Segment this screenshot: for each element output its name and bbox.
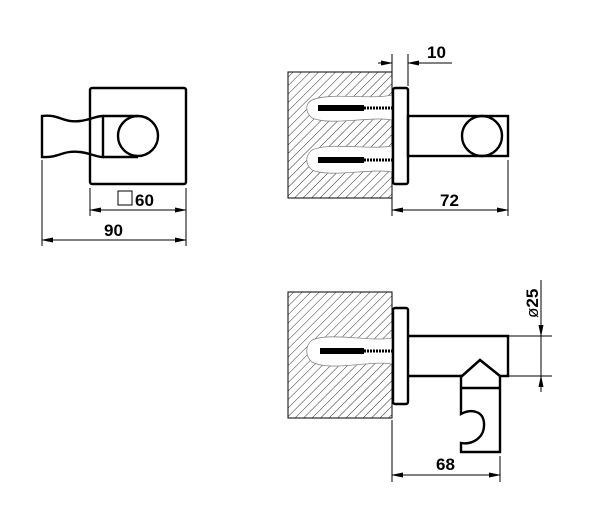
arm-circle [460, 114, 504, 158]
screw [318, 105, 364, 111]
flange [391, 306, 410, 406]
arm [406, 114, 510, 158]
arm-circle [116, 114, 160, 158]
side-view: 10 72 [287, 43, 510, 216]
diameter-symbol-icon: ø [523, 308, 542, 318]
dim-label-25: ø25 [523, 289, 542, 318]
front-view: 60 90 [40, 86, 188, 246]
dim-value-25: 25 [523, 289, 542, 308]
wall-section [287, 71, 393, 199]
dim-label-90: 90 [104, 221, 123, 240]
dim-label-72: 72 [440, 191, 459, 210]
dim-label-68: 68 [436, 455, 455, 474]
section-view: ø25 68 [287, 280, 552, 482]
shower-head-holder [459, 358, 502, 454]
square-symbol-icon [117, 190, 133, 206]
flange [391, 86, 410, 186]
wall-plate [88, 86, 188, 186]
shower-holder [40, 114, 105, 159]
screw [318, 157, 364, 163]
screw [320, 348, 364, 354]
dim-label-60: 60 [135, 191, 154, 210]
dim-label-10: 10 [427, 43, 446, 62]
